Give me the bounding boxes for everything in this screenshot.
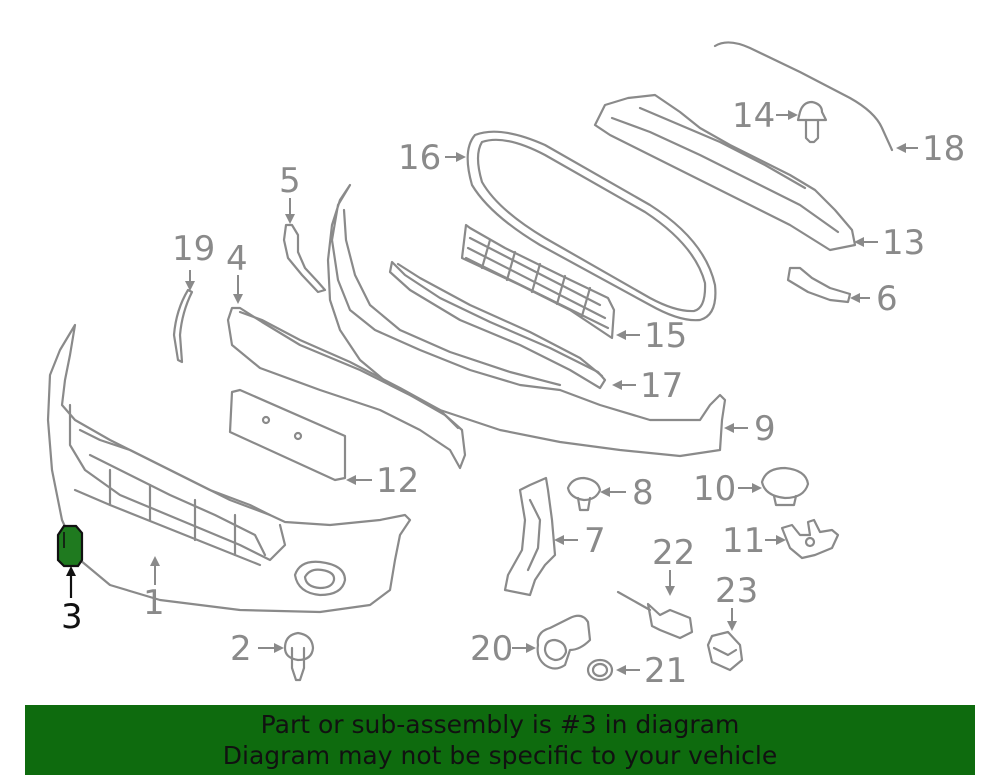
part-11-clip-nut[interactable] [780, 518, 840, 560]
part-18-seal-strip[interactable] [713, 41, 894, 152]
label-16: 16 [398, 138, 441, 178]
part-16-grille-surround[interactable] [466, 130, 717, 322]
label-23: 23 [715, 571, 758, 611]
label-13: 13 [882, 223, 925, 263]
part-7-deflector[interactable] [503, 476, 557, 597]
part-22-sensor[interactable] [616, 590, 694, 640]
label-22: 22 [652, 533, 695, 573]
part-15-grille[interactable] [460, 223, 616, 340]
part-6-bracket[interactable] [786, 266, 852, 304]
part-8-clip[interactable] [566, 476, 602, 512]
callout-labels: 1 2 3 4 5 6 7 8 9 10 11 12 13 14 15 16 1… [61, 96, 965, 691]
label-11: 11 [722, 521, 765, 561]
label-9: 9 [754, 409, 776, 449]
part-13-grille-carrier[interactable] [593, 93, 857, 252]
label-6: 6 [876, 279, 898, 319]
part-3-bracket-highlight[interactable] [56, 524, 84, 568]
label-1: 1 [143, 583, 165, 623]
part-2-bolt[interactable] [283, 631, 315, 682]
part-20-parking-sensor[interactable] [536, 614, 592, 670]
banner-line-1: Part or sub-assembly is #3 in diagram [260, 710, 740, 739]
part-17-grille-frame[interactable] [388, 260, 607, 390]
label-2: 2 [230, 629, 252, 669]
part-23-connector[interactable] [706, 630, 744, 672]
label-18: 18 [922, 129, 965, 169]
banner-line-2: Diagram may not be specific to your vehi… [222, 741, 778, 770]
part-21-ring[interactable] [586, 658, 614, 682]
label-14: 14 [732, 96, 775, 136]
label-19: 19 [172, 229, 215, 269]
part-10-rivet[interactable] [760, 466, 810, 507]
part-4-absorber[interactable] [226, 306, 467, 470]
part-1-bumper-cover[interactable] [46, 323, 412, 614]
label-12: 12 [376, 461, 419, 501]
label-5: 5 [279, 161, 301, 201]
label-21: 21 [644, 651, 687, 691]
label-3: 3 [61, 597, 83, 637]
label-10: 10 [693, 469, 736, 509]
parts-diagram: 1 2 3 4 5 6 7 8 9 10 11 12 13 14 15 16 1… [46, 41, 965, 691]
part-19-trim-strip[interactable] [172, 288, 194, 364]
label-8: 8 [632, 473, 654, 513]
label-15: 15 [644, 316, 687, 356]
label-17: 17 [640, 366, 683, 406]
info-banner: Part or sub-assembly is #3 in diagram Di… [25, 705, 975, 775]
label-4: 4 [226, 239, 248, 279]
part-14-clip[interactable] [796, 100, 828, 144]
part-12-plate-bracket[interactable] [228, 388, 347, 482]
part-9-upper-support[interactable] [326, 183, 727, 458]
leader-lines [66, 110, 918, 675]
label-7: 7 [584, 521, 606, 561]
label-20: 20 [470, 629, 513, 669]
part-5-bracket[interactable] [282, 223, 327, 294]
